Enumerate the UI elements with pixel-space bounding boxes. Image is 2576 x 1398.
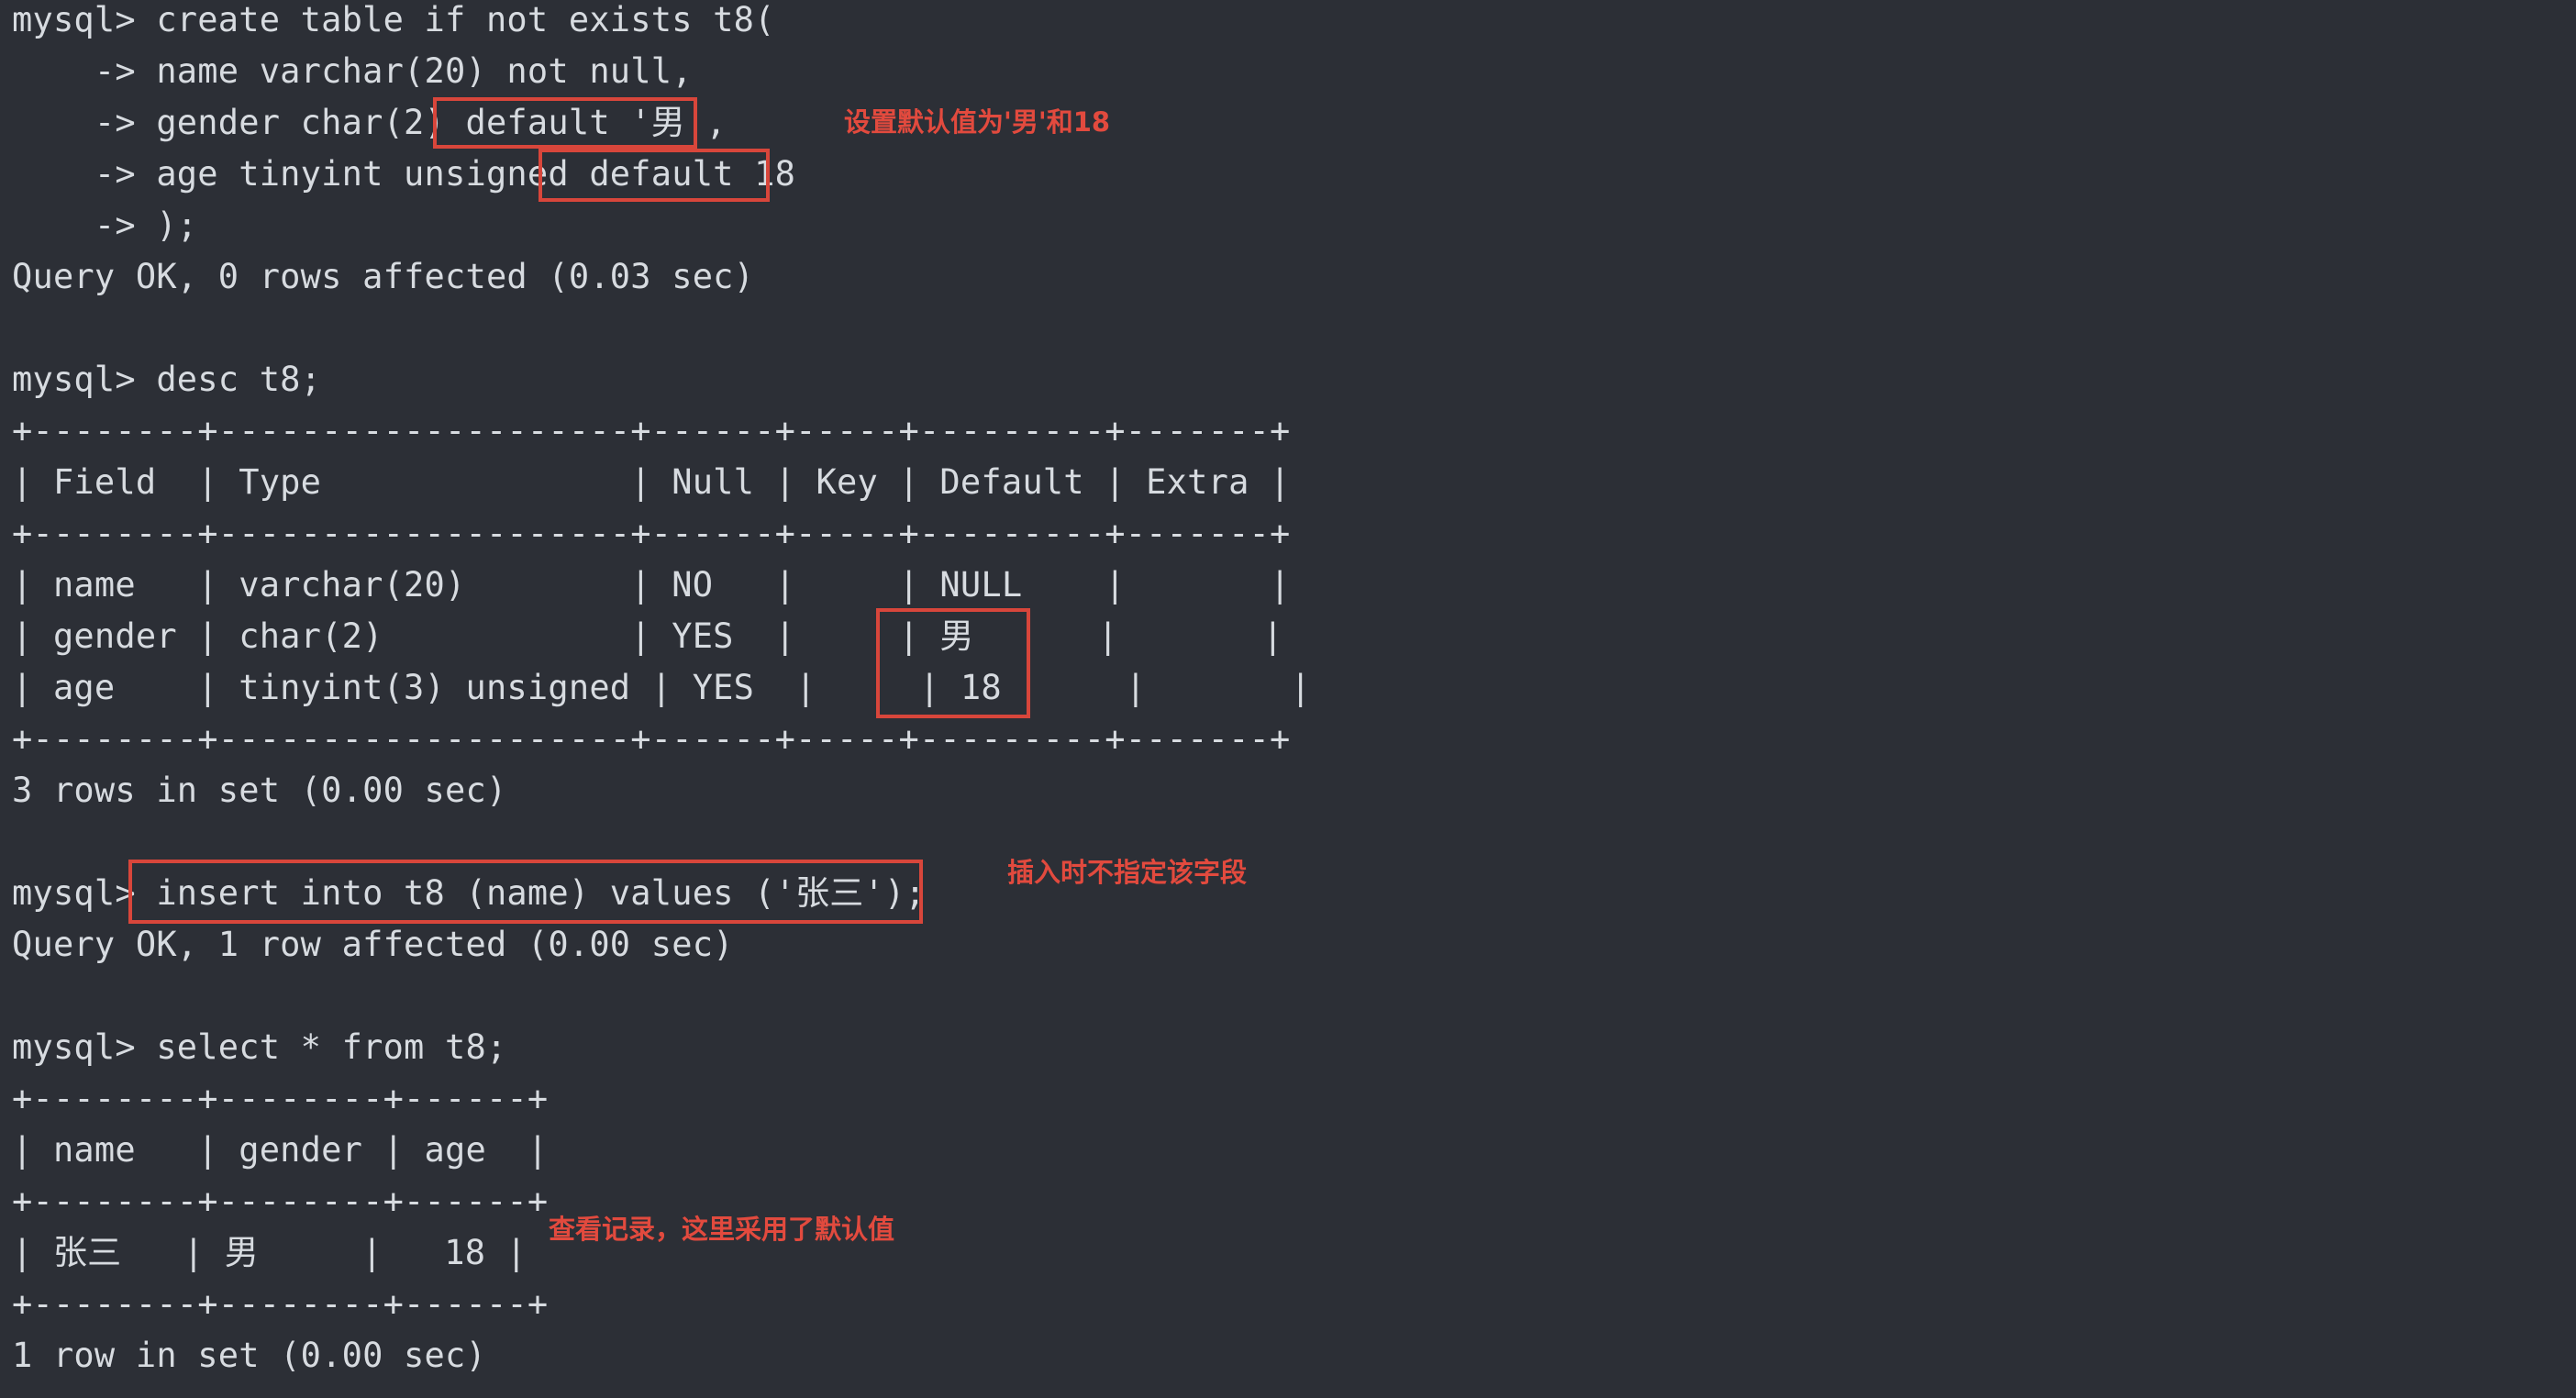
highlight-insert-statement	[128, 860, 923, 924]
terminal-line: +--------+--------------------+------+--…	[12, 514, 1291, 553]
terminal-line: mysql> desc t8;	[12, 360, 322, 399]
terminal-line: 3 rows in set (0.00 sec)	[12, 771, 507, 810]
terminal-line: | name | gender | age |	[12, 1130, 549, 1170]
terminal-line: mysql> insert into t8 (name) values ('张三…	[12, 873, 926, 913]
terminal-line: | age | tinyint(3) unsigned | YES | | 18…	[12, 668, 1311, 707]
highlight-default-values	[876, 608, 1030, 718]
terminal-line: | name | varchar(20) | NO | | NULL | |	[12, 565, 1291, 605]
terminal-line: +--------+--------------------+------+--…	[12, 411, 1291, 450]
terminal-output: mysql> create table if not exists t8( ->…	[12, 0, 2576, 1398]
terminal-line: -> name varchar(20) not null,	[12, 51, 693, 91]
terminal-line: Query OK, 1 row affected (0.00 sec)	[12, 925, 734, 964]
terminal-line: -> );	[12, 205, 198, 245]
terminal-line: | Field | Type | Null | Key | Default | …	[12, 462, 1291, 502]
terminal-line: +--------+--------+------+	[12, 1182, 549, 1221]
default-note: 设置默认值为'男'和18	[844, 106, 1111, 138]
terminal-line: mysql> create table if not exists t8(	[12, 0, 775, 39]
terminal-line: | 张三 | 男 | 18 |	[12, 1233, 527, 1272]
terminal-line: 1 row in set (0.00 sec)	[12, 1336, 486, 1375]
highlight-age-default	[539, 149, 770, 202]
terminal-line: +--------+--------+------+	[12, 1284, 549, 1324]
select-note: 查看记录，这里采用了默认值	[549, 1214, 895, 1245]
terminal-line: Query OK, 0 rows affected (0.03 sec)	[12, 257, 755, 296]
terminal-line: | gender | char(2) | YES | | 男 | |	[12, 616, 1283, 656]
highlight-gender-default	[433, 97, 697, 149]
insert-note: 插入时不指定该字段	[1007, 857, 1248, 888]
terminal-line: -> gender char(2) default '男',	[12, 103, 727, 142]
terminal-line: +--------+--------+------+	[12, 1079, 549, 1118]
terminal-line: +--------+--------------------+------+--…	[12, 719, 1291, 759]
terminal-line: mysql> select * from t8;	[12, 1027, 507, 1067]
